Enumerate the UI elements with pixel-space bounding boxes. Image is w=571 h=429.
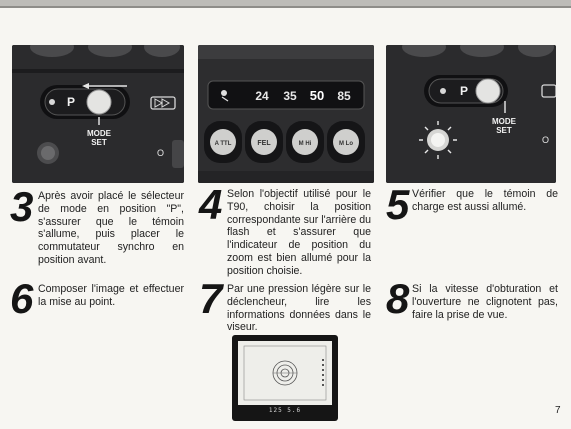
step-number-5: 5 [386,181,410,228]
step-number-8: 8 [386,275,410,322]
lamp-label: O [542,135,549,145]
mode-label-line2: SET [91,138,107,147]
step-number-3: 3 [10,183,34,230]
button-m-lo: M Lo [339,141,353,147]
step-text-5: Vérifier que le témoin de charge est aus… [412,188,558,213]
header-rule [0,0,571,7]
photo-flash-panel: 24 35 50 85 A TTL FEL M Hi M Lo [198,45,374,183]
viewfinder-readout: 125 5.6 [268,407,302,414]
page-number: 7 [555,405,561,416]
mode-label-line1: MODE [87,129,112,138]
viewfinder-screen [238,341,332,405]
viewfinder-diagram: 125 5.6 [232,335,338,421]
sync-forward-icon [154,98,164,108]
focal-length-85: 85 [337,89,351,103]
step-text-4: Selon l'objectif utilisé pour le T90, ch… [227,188,371,277]
step-text-6: Composer l'image et effectuer la mise au… [38,283,184,308]
photo-mode-selector: P MODE SET O [12,45,184,183]
step-number-6: 6 [10,275,34,322]
focal-length-35: 35 [283,89,297,103]
zoom-head-icon [221,90,227,96]
button-m-hi: M Hi [299,141,312,147]
photo-charge-lamp: P MODE SET O [386,45,556,183]
focal-length-24: 24 [255,89,269,103]
step-number-7: 7 [199,275,223,322]
focal-length-50: 50 [310,88,324,103]
button-fel: FEL [257,140,271,147]
mode-label-line1: MODE [492,117,517,126]
mode-p-label: P [67,95,75,109]
button-a-ttl: A TTL [215,141,232,147]
mode-label-line2: SET [496,126,512,135]
step-number-4: 4 [199,181,223,228]
mode-p-label: P [460,84,468,98]
step-text-7: Par une pression légère sur le déclenche… [227,283,371,334]
lamp-label: O [157,148,164,158]
header-rule-shadow [0,6,571,8]
step-text-3: Après avoir placé le sélecteur de mode e… [38,190,184,266]
step-text-8: Si la vitesse d'obturation et l'ouvertur… [412,283,558,321]
